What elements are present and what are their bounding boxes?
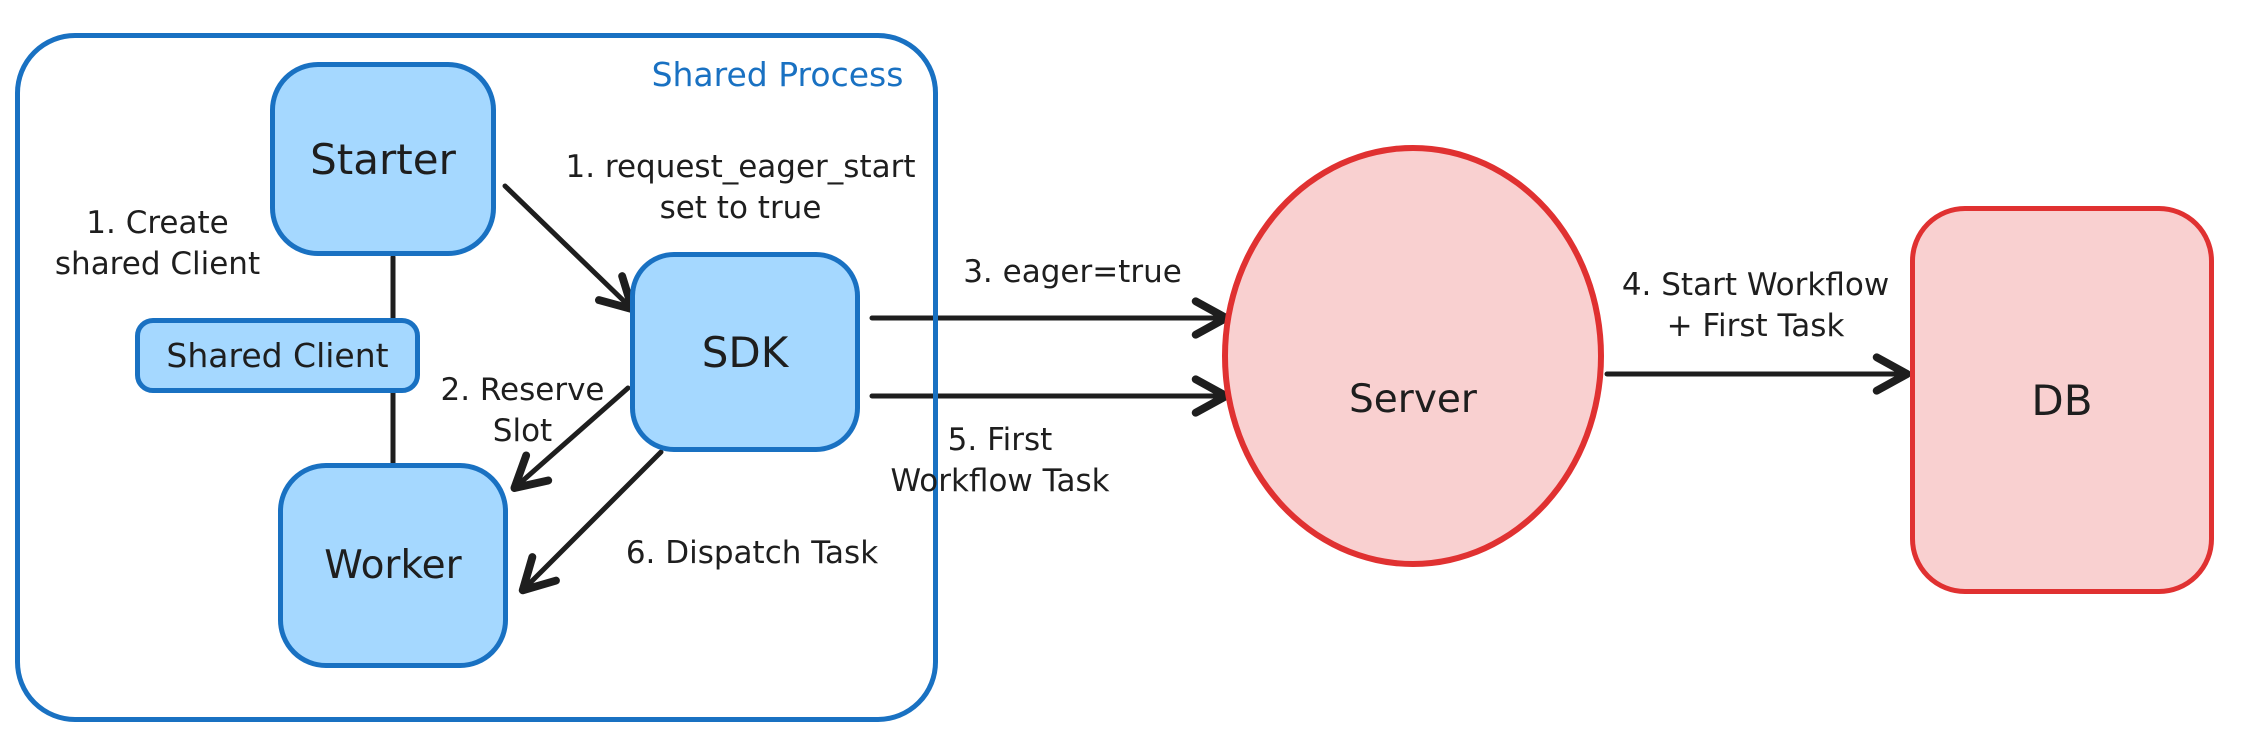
annotation-eager-true: 3. eager=true	[963, 254, 1182, 290]
arrow-sdk-to-worker-reserve-slot	[510, 385, 631, 492]
node-worker-label: Worker	[324, 543, 462, 588]
arrow-sdk-to-worker-dispatch-task	[518, 449, 664, 595]
shared-process-label: Shared Process	[651, 55, 904, 94]
node-db-label: DB	[2031, 375, 2093, 425]
node-shared-client-label: Shared Client	[166, 336, 389, 375]
node-starter-label: Starter	[310, 134, 456, 184]
annotation-dispatch-task: 6. Dispatch Task	[625, 535, 879, 571]
node-server-label: Server	[1349, 376, 1477, 422]
node-starter: Starter	[270, 62, 496, 256]
node-worker: Worker	[278, 463, 508, 668]
annotation-start-workflow-first-task: 4. Start Workflow + First Task	[1621, 267, 1890, 344]
arrow-starter-to-sdk	[502, 183, 637, 314]
node-server: Server	[1222, 145, 1604, 567]
annotation-create-shared-client: 1. Create shared Client	[54, 205, 261, 282]
node-shared-client: Shared Client	[135, 318, 420, 393]
shared-process-container	[15, 33, 938, 722]
node-sdk: SDK	[630, 252, 860, 452]
annotation-reserve-slot: 2. Reserve Slot	[440, 372, 605, 449]
node-sdk-label: SDK	[701, 327, 789, 377]
annotation-request-eager-start: 1. request_eager_start set to true	[565, 149, 916, 226]
annotation-first-workflow-task: 5. First Workflow Task	[890, 422, 1110, 499]
node-db: DB	[1910, 206, 2214, 594]
